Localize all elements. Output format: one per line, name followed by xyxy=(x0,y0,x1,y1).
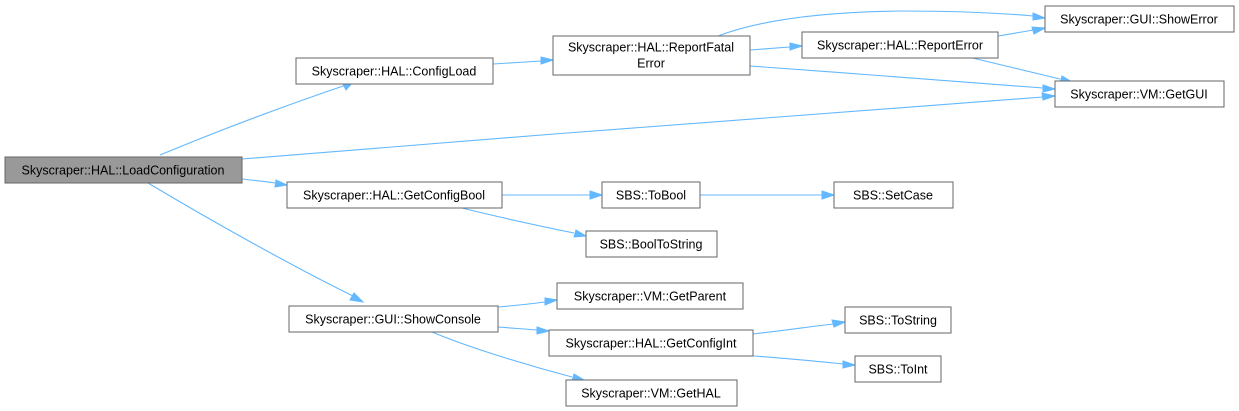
node-report-fatal-error[interactable]: Skyscraper::HAL::ReportFatal Error xyxy=(552,35,751,76)
edge-reportfatalerror-reporterror xyxy=(749,42,804,51)
node-get-parent[interactable]: Skyscraper::VM::GetParent xyxy=(556,282,744,310)
node-show-console[interactable]: Skyscraper::GUI::ShowConsole xyxy=(288,305,499,333)
svg-text:SBS::SetCase: SBS::SetCase xyxy=(853,188,933,202)
node-set-case[interactable]: SBS::SetCase xyxy=(833,181,954,209)
edge-getconfigbool-booltostring xyxy=(461,207,588,238)
edge-getconfigint-tostring xyxy=(752,319,847,335)
svg-text:Skyscraper::HAL::LoadConfigura: Skyscraper::HAL::LoadConfiguration xyxy=(22,163,225,177)
svg-text:Skyscraper::GUI::ShowError: Skyscraper::GUI::ShowError xyxy=(1060,12,1218,26)
node-report-error[interactable]: Skyscraper::HAL::ReportError xyxy=(801,31,999,59)
node-to-string[interactable]: SBS::ToString xyxy=(844,306,952,334)
node-load-configuration[interactable]: Skyscraper::HAL::LoadConfiguration xyxy=(4,156,243,184)
node-get-gui[interactable]: Skyscraper::VM::GetGUI xyxy=(1054,80,1225,108)
node-bool-to-string[interactable]: SBS::BoolToString xyxy=(585,230,718,258)
edge-loadconfiguration-getgui xyxy=(241,92,1057,160)
node-get-config-int[interactable]: Skyscraper::HAL::GetConfigInt xyxy=(548,329,754,357)
svg-text:Skyscraper::HAL::ConfigLoad: Skyscraper::HAL::ConfigLoad xyxy=(312,64,477,78)
edge-loadconfiguration-configload xyxy=(159,81,355,156)
svg-text:Skyscraper::VM::GetParent: Skyscraper::VM::GetParent xyxy=(574,289,727,303)
node-get-config-bool[interactable]: Skyscraper::HAL::GetConfigBool xyxy=(286,181,503,209)
svg-text:Skyscraper::HAL::ReportFatal: Skyscraper::HAL::ReportFatal xyxy=(568,40,734,54)
edge-reportfatalerror-showerror xyxy=(717,10,1047,37)
edge-tobool-setcase xyxy=(700,190,836,200)
svg-text:SBS::ToInt: SBS::ToInt xyxy=(868,362,928,376)
edge-loadconfiguration-getconfigbool xyxy=(241,178,289,188)
node-get-hal[interactable]: Skyscraper::VM::GetHAL xyxy=(565,379,738,407)
node-config-load[interactable]: Skyscraper::HAL::ConfigLoad xyxy=(295,57,494,85)
svg-text:Skyscraper::HAL::GetConfigInt: Skyscraper::HAL::GetConfigInt xyxy=(566,336,737,350)
svg-text:SBS::BoolToString: SBS::BoolToString xyxy=(600,237,703,251)
svg-text:Skyscraper::HAL::ReportError: Skyscraper::HAL::ReportError xyxy=(817,38,983,52)
edge-reporterror-getgui xyxy=(959,54,1074,84)
svg-text:Error: Error xyxy=(637,56,665,70)
edge-reportfatalerror-getgui xyxy=(749,65,1057,93)
svg-text:Skyscraper::HAL::GetConfigBool: Skyscraper::HAL::GetConfigBool xyxy=(303,188,485,202)
svg-text:Skyscraper::GUI::ShowConsole: Skyscraper::GUI::ShowConsole xyxy=(305,312,481,326)
svg-text:Skyscraper::VM::GetHAL: Skyscraper::VM::GetHAL xyxy=(581,386,721,400)
edge-showconsole-getparent xyxy=(497,297,559,308)
edge-reporterror-showerror xyxy=(997,26,1047,37)
node-show-error[interactable]: Skyscraper::GUI::ShowError xyxy=(1044,5,1235,33)
edge-getconfigint-toint xyxy=(741,354,857,369)
svg-text:Skyscraper::VM::GetGUI: Skyscraper::VM::GetGUI xyxy=(1070,87,1208,101)
edge-configload-reportfatalerror xyxy=(492,56,555,65)
node-to-int[interactable]: SBS::ToInt xyxy=(854,355,942,383)
edge-loadconfiguration-showconsole xyxy=(147,182,365,303)
svg-text:SBS::ToString: SBS::ToString xyxy=(859,313,937,327)
edge-showconsole-getconfigint xyxy=(497,326,551,335)
edge-getconfigbool-tobool xyxy=(502,190,604,200)
svg-text:SBS::ToBool: SBS::ToBool xyxy=(616,188,686,202)
node-to-bool[interactable]: SBS::ToBool xyxy=(601,181,701,209)
